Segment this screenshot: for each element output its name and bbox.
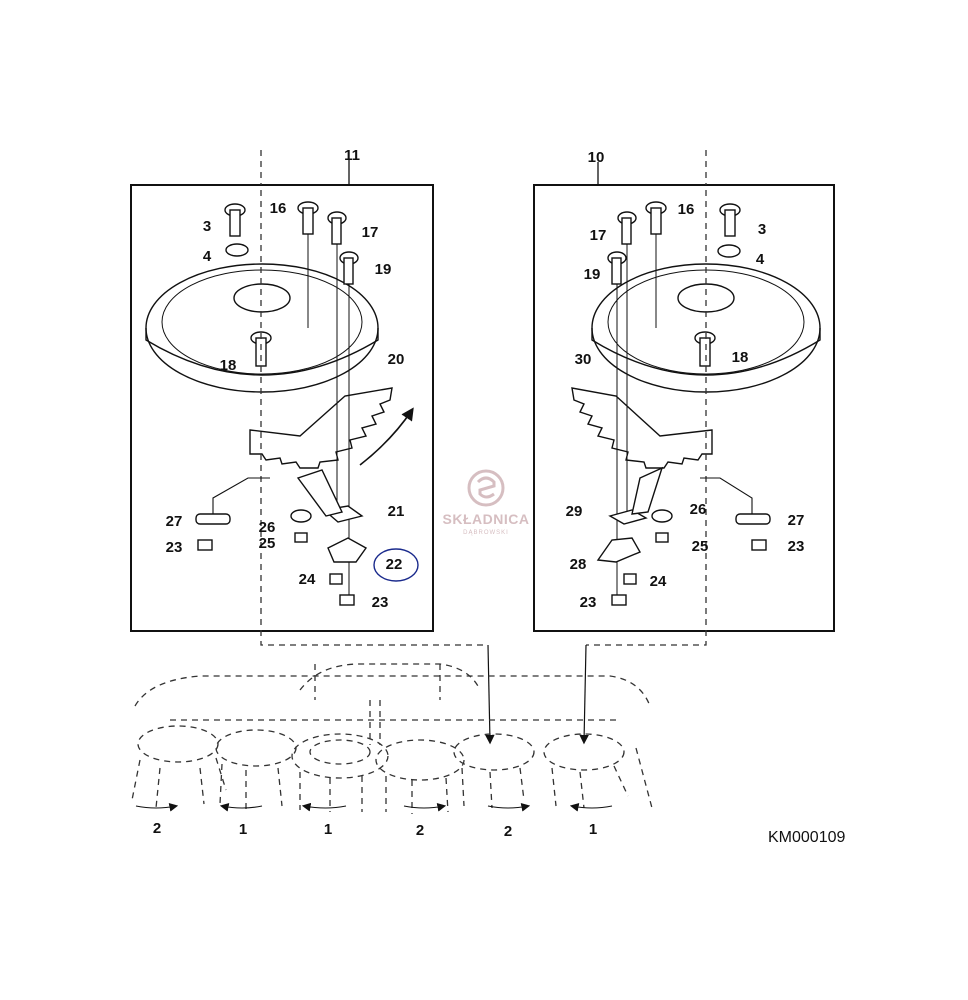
rotor-4	[375, 739, 465, 814]
callout-20: 20	[388, 351, 405, 368]
left-disc	[145, 263, 379, 393]
left-washer-4	[225, 243, 249, 257]
rotation-label: 2	[153, 820, 161, 837]
left-nut-24	[329, 573, 343, 585]
right-washer-4	[717, 244, 741, 258]
callout-22: 22	[386, 556, 403, 573]
callout-17: 17	[362, 224, 379, 241]
left-panel: 11	[130, 147, 434, 632]
callout-18: 18	[220, 357, 237, 374]
callout-26: 26	[690, 501, 707, 518]
highlight-circle	[373, 548, 419, 582]
rotor-5	[453, 733, 535, 809]
left-nut-23b	[339, 594, 355, 606]
callout-3: 3	[203, 218, 211, 235]
left-bolt-3	[224, 203, 246, 237]
callout-23a: 23	[788, 538, 805, 555]
rotor-assembly: 2 1 1 2 2 1	[131, 663, 653, 840]
right-panel-number: 10	[588, 149, 605, 166]
watermark-brand: SKŁADNICA	[443, 511, 530, 527]
rotation-label: 2	[504, 823, 512, 840]
left-tooth-22	[327, 537, 368, 563]
rotation-label: 1	[324, 821, 332, 838]
callout-16: 16	[270, 200, 287, 217]
callout-27: 27	[166, 513, 183, 530]
callout-3: 3	[758, 221, 766, 238]
rotor-6	[543, 733, 653, 809]
callout-21: 21	[388, 503, 405, 520]
callout-19: 19	[375, 261, 392, 278]
figure-code: KM000109	[768, 829, 845, 846]
right-nut-25	[655, 532, 669, 543]
right-washer-26	[651, 509, 673, 523]
rotation-label: 1	[239, 821, 247, 838]
rotation-label: 2	[416, 822, 424, 839]
right-bolt-19	[607, 251, 627, 285]
left-plate-27	[195, 513, 231, 525]
callout-18: 18	[732, 349, 749, 366]
left-bolt-19	[339, 251, 359, 285]
left-nut-25	[294, 532, 308, 543]
callout-30: 30	[575, 351, 592, 368]
right-plate-27	[735, 513, 771, 525]
callout-23b: 23	[372, 594, 389, 611]
right-panel-frame	[533, 184, 835, 632]
callout-16: 16	[678, 201, 695, 218]
left-bolt-16	[297, 201, 319, 235]
rotor-arrows	[135, 802, 613, 812]
connector-leaders	[260, 630, 707, 745]
rotor-3	[291, 733, 389, 812]
callout-4: 4	[203, 248, 212, 265]
callout-23b: 23	[580, 594, 597, 611]
callout-27: 27	[788, 512, 805, 529]
right-panel: 10	[533, 149, 835, 632]
callout-19: 19	[584, 266, 601, 283]
watermark-logo: SKŁADNICA DĄBROWSKI	[443, 469, 530, 536]
callout-25: 25	[692, 538, 709, 555]
rotor-1	[131, 725, 227, 809]
left-bolt-17	[327, 211, 347, 245]
callout-29: 29	[566, 503, 583, 520]
right-nut-23a	[751, 539, 767, 551]
callout-17: 17	[590, 227, 607, 244]
right-nut-23b	[611, 594, 627, 606]
callout-25: 25	[259, 535, 276, 552]
callout-24: 24	[650, 573, 667, 590]
right-nut-24	[623, 573, 637, 585]
callout-4: 4	[756, 251, 765, 268]
right-tooth-28	[596, 537, 642, 563]
right-bolt-3	[719, 203, 741, 237]
left-panel-number: 11	[344, 147, 360, 164]
watermark-sub: DĄBROWSKI	[463, 530, 509, 536]
callout-24: 24	[299, 571, 316, 588]
right-bolt-17	[617, 211, 637, 245]
left-washer-26	[290, 509, 312, 523]
rotation-label: 1	[589, 821, 597, 838]
right-bolt-18	[694, 331, 716, 367]
left-knife-20	[249, 387, 393, 469]
rotor-2	[215, 729, 297, 810]
left-panel-frame	[130, 184, 434, 632]
callout-23a: 23	[166, 539, 183, 556]
right-knife-30	[571, 387, 713, 469]
callout-26: 26	[259, 519, 276, 536]
right-bolt-16	[645, 201, 667, 235]
callout-28: 28	[570, 556, 587, 573]
left-nut-23a	[197, 539, 213, 551]
